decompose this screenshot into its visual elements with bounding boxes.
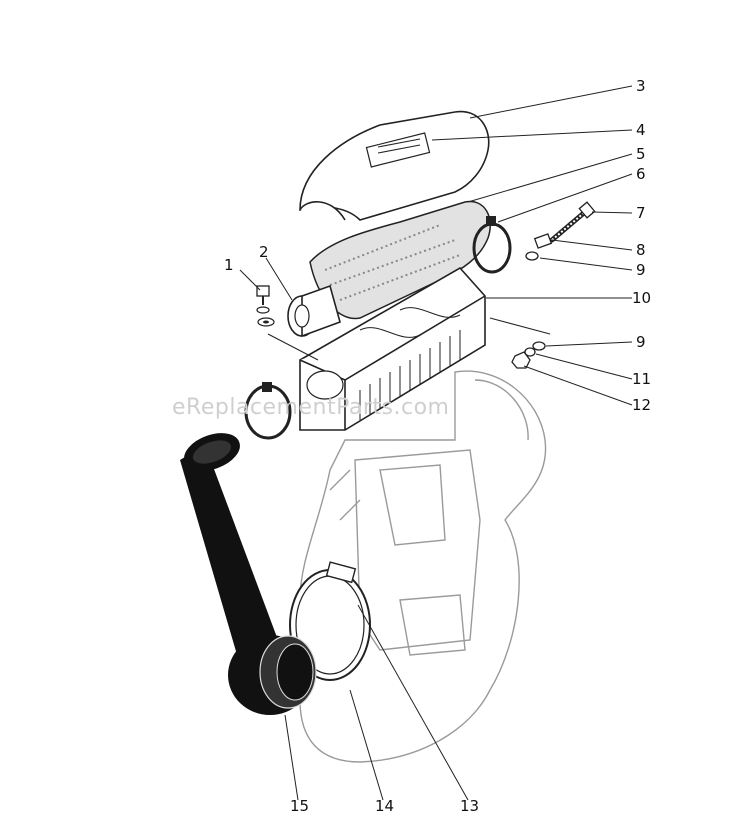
callout-3: 3 — [636, 77, 646, 95]
leader-lines — [239, 85, 633, 801]
callout-12: 12 — [632, 396, 651, 414]
intake-elbow-pipe — [180, 433, 317, 715]
callout-2: 2 — [259, 243, 269, 261]
callout-15: 15 — [290, 797, 309, 815]
callout-9a: 9 — [636, 261, 646, 279]
callout-labels: 1 2 3 4 5 6 7 8 9 9 10 11 12 13 14 15 — [224, 77, 651, 815]
callout-7: 7 — [636, 204, 646, 222]
callout-6: 6 — [636, 165, 646, 183]
screw-with-washers — [256, 285, 275, 327]
callout-14: 14 — [375, 797, 394, 815]
washer-lower — [532, 341, 546, 351]
callout-10: 10 — [632, 289, 651, 307]
lock-washer — [524, 347, 536, 357]
hose-clamp-upper — [472, 216, 512, 274]
bolt — [549, 201, 596, 243]
air-cleaner-base — [299, 266, 486, 431]
callout-13: 13 — [460, 797, 479, 815]
spacer — [533, 233, 553, 249]
nut — [511, 351, 531, 369]
callout-11: 11 — [632, 370, 651, 388]
callout-5: 5 — [636, 145, 646, 163]
hose-clamp-lower — [244, 382, 292, 440]
washer-upper — [525, 251, 539, 261]
callout-9b: 9 — [636, 333, 646, 351]
foam-precleaner — [309, 200, 491, 320]
air-cleaner-cover — [299, 110, 490, 221]
callout-1: 1 — [224, 256, 234, 274]
callout-4: 4 — [636, 121, 646, 139]
filter-element-tube — [287, 284, 341, 338]
callout-8: 8 — [636, 241, 646, 259]
watermark-text: eReplacementParts.com — [172, 395, 449, 420]
